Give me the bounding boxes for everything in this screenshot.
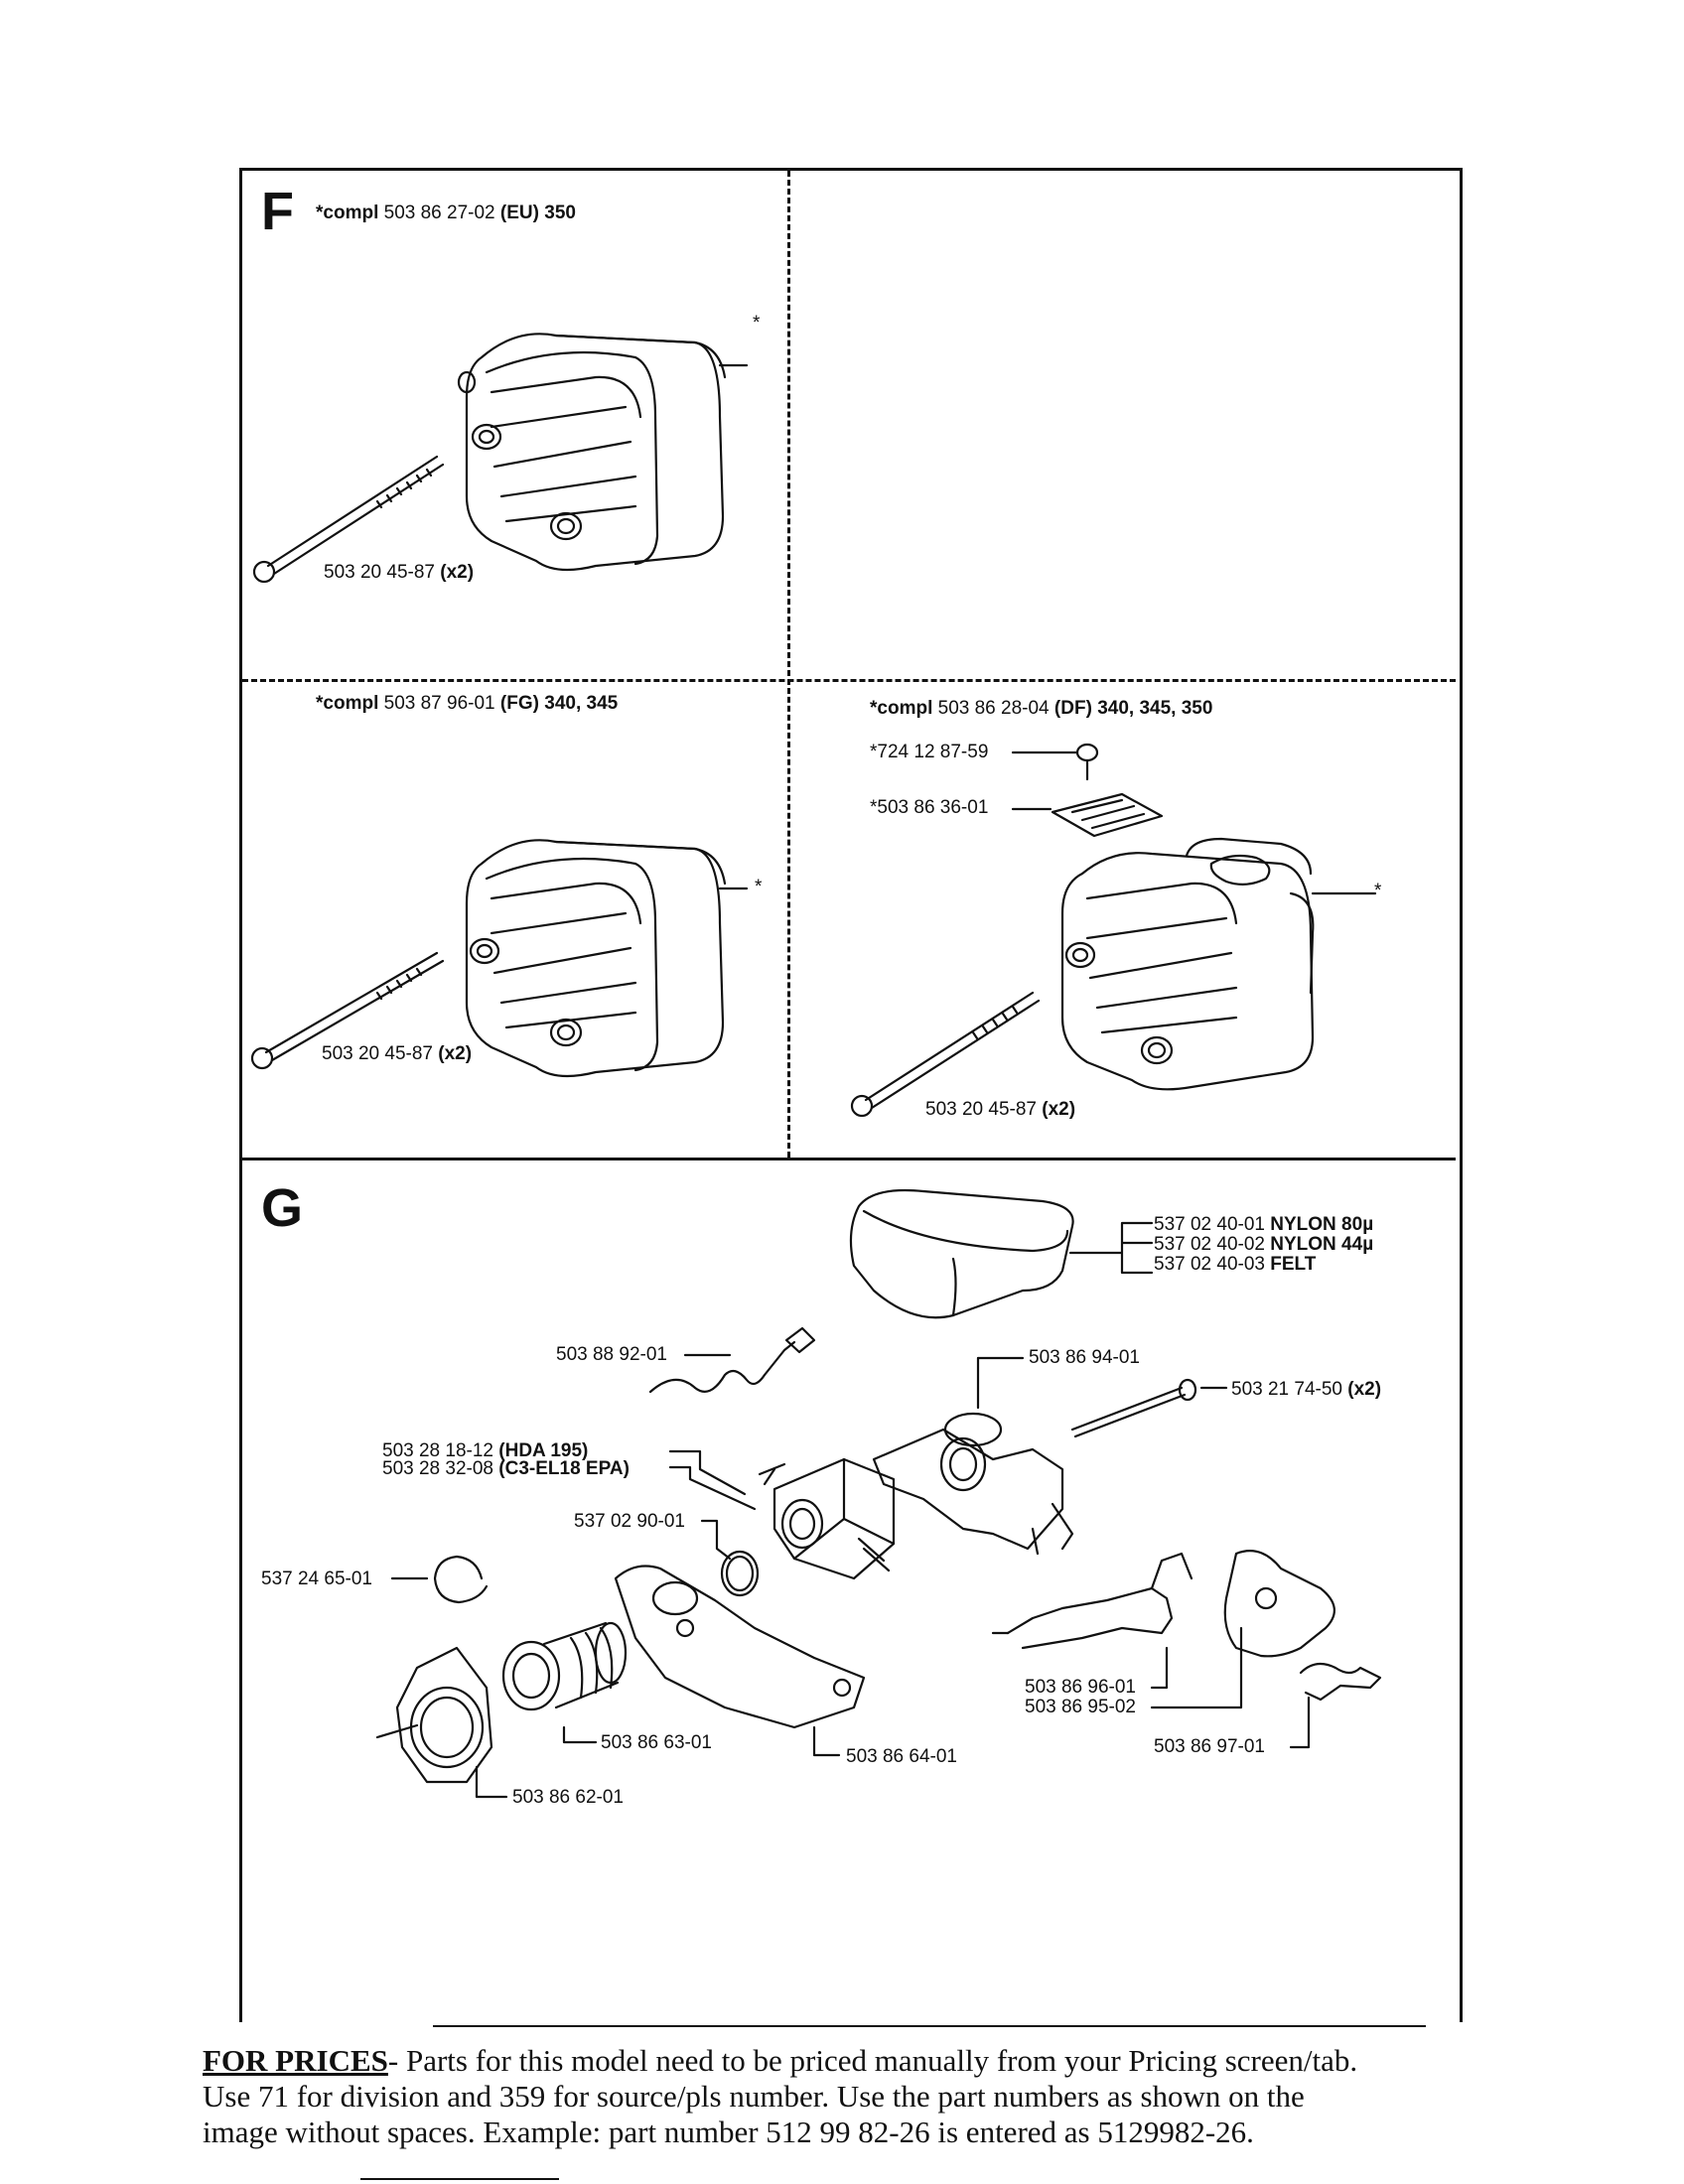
flange-label: 503 86 62-01	[512, 1787, 624, 1808]
panel3-bolt-label: 503 20 45-87 (x2)	[925, 1100, 1075, 1119]
panel3-compl-label: *compl 503 86 28-04 (DF) 340, 345, 350	[870, 699, 1212, 718]
muffler-drawing-f1	[252, 333, 749, 584]
panel1-compl-models: 350	[544, 203, 576, 223]
panel1-compl-prefix: *compl	[316, 203, 379, 223]
panel2-star: *	[755, 877, 763, 897]
filter-2-number: 537 02 40-02	[1154, 1234, 1265, 1255]
section-g-letter: G	[261, 1178, 304, 1238]
filter-2-label: 537 02 40-02 NYLON 44µ	[1154, 1235, 1373, 1254]
footer-top-rule	[433, 2025, 1426, 2027]
panel3-screen-label: *503 86 36-01	[870, 797, 989, 818]
panel3-compl-prefix: *compl	[870, 698, 933, 719]
filter-1-label: 537 02 40-01 NYLON 80µ	[1154, 1215, 1373, 1234]
panel2-compl-prefix: *compl	[316, 693, 379, 714]
bolt-number: 503 21 74-50	[1231, 1379, 1342, 1400]
panel2-compl-number: 503 87 96-01	[383, 693, 495, 714]
panel2-bolt-qty: (x2)	[438, 1043, 473, 1064]
pricing-note-line2: Use 71 for division and 359 for source/p…	[203, 2079, 1305, 2114]
holder-label: 503 86 94-01	[1029, 1347, 1140, 1368]
pricing-note-line1-text: - Parts for this model need to be priced…	[387, 2043, 1358, 2078]
panel2-compl-label: *compl 503 87 96-01 (FG) 340, 345	[316, 694, 618, 713]
carb-2-code: (C3-EL18 EPA)	[498, 1458, 630, 1479]
footer-bottom-rule	[360, 2178, 559, 2180]
panel3-bolt-qty: (x2)	[1042, 1099, 1076, 1120]
panel-divider-horizontal	[242, 679, 1456, 682]
for-prices-heading: FOR PRICES	[203, 2043, 388, 2078]
panel3-star: *	[1374, 881, 1382, 901]
link-rod-label: 503 88 92-01	[556, 1344, 667, 1365]
panel2-bolt-number: 503 20 45-87	[322, 1043, 433, 1064]
panel2-compl-code: (FG)	[499, 693, 539, 714]
carb-1-label: 503 28 18-12 (HDA 195)	[382, 1441, 588, 1460]
carburetor-assembly-drawing	[375, 1188, 1382, 1799]
circlip-label: 537 24 65-01	[261, 1569, 372, 1589]
gasket-label: 537 02 90-01	[574, 1511, 685, 1532]
panel2-bolt-label: 503 20 45-87 (x2)	[322, 1044, 472, 1063]
bolt-qty: (x2)	[1347, 1379, 1382, 1400]
lever-2-label: 503 86 95-02	[1025, 1697, 1136, 1717]
panel3-compl-number: 503 86 28-04	[937, 698, 1050, 719]
panel1-compl-code: (EU)	[499, 203, 539, 223]
panel1-compl-number: 503 86 27-02	[383, 203, 495, 223]
panel3-compl-models: 340, 345, 350	[1097, 698, 1213, 719]
carb-2-number: 503 28 32-08	[382, 1458, 493, 1479]
spring-label: 503 86 97-01	[1154, 1736, 1265, 1757]
carb-1-number: 503 28 18-12	[382, 1440, 493, 1461]
lever-1-label: 503 86 96-01	[1025, 1677, 1136, 1698]
section-f-letter: F	[261, 182, 294, 241]
intake-hose-label: 503 86 63-01	[601, 1732, 712, 1753]
filter-3-number: 537 02 40-03	[1154, 1254, 1265, 1275]
carb-1-code: (HDA 195)	[498, 1440, 589, 1461]
section-divider	[242, 1158, 1456, 1160]
filter-1-number: 537 02 40-01	[1154, 1214, 1265, 1235]
pricing-note: FOR PRICES- Parts for this model need to…	[203, 2043, 1493, 2150]
panel3-bolt-number: 503 20 45-87	[925, 1099, 1037, 1120]
panel3-compl-code: (DF)	[1053, 698, 1092, 719]
filter-1-type: NYLON 80µ	[1270, 1214, 1374, 1235]
panel1-star: *	[753, 313, 761, 334]
panel2-compl-models: 340, 345	[544, 693, 619, 714]
filter-2-type: NYLON 44µ	[1270, 1234, 1374, 1255]
filter-3-type: FELT	[1270, 1254, 1317, 1275]
panel1-bolt-qty: (x2)	[440, 562, 475, 583]
muffler-drawing-f2	[250, 839, 749, 1078]
panel1-compl-label: *compl 503 86 27-02 (EU) 350	[316, 204, 576, 222]
pricing-note-line3: image without spaces. Example: part numb…	[203, 2115, 1254, 2149]
panel-divider-vertical	[787, 171, 790, 1158]
filter-3-label: 537 02 40-03 FELT	[1154, 1255, 1316, 1274]
cover-label: 503 86 64-01	[846, 1746, 957, 1767]
carb-2-label: 503 28 32-08 (C3-EL18 EPA)	[382, 1459, 630, 1478]
panel1-bolt-label: 503 20 45-87 (x2)	[324, 563, 474, 582]
bolt-label: 503 21 74-50 (x2)	[1231, 1380, 1381, 1399]
pricing-note-line1: FOR PRICES- Parts for this model need to…	[203, 2043, 1493, 2079]
muffler-drawing-f3	[850, 743, 1377, 1118]
parts-diagram-frame	[239, 168, 1463, 2022]
panel1-bolt-number: 503 20 45-87	[324, 562, 435, 583]
panel3-screw-label: *724 12 87-59	[870, 742, 989, 762]
